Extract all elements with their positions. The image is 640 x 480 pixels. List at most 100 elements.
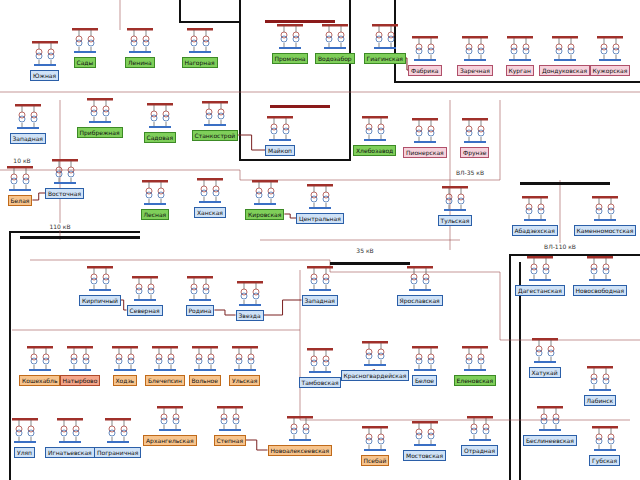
substation-name: Звезда — [239, 312, 261, 319]
substation-name: Новоалексеевская — [271, 447, 330, 454]
substation-label: Губская — [589, 455, 620, 466]
substation-name: Ханская — [197, 209, 223, 216]
substation-symbol — [322, 24, 348, 49]
substation-symbol — [527, 256, 553, 281]
substation-name: Кировская — [248, 211, 281, 218]
substation-name: Северная — [130, 307, 160, 314]
substation-symbol — [442, 186, 468, 211]
substation-symbol — [592, 196, 618, 221]
substation-label: Фабрика — [408, 65, 442, 76]
substation-symbol — [7, 166, 33, 191]
substation-symbol — [462, 118, 488, 143]
substation-label: Тамбовская — [299, 377, 342, 388]
substation-label: Дагестанская — [515, 285, 565, 296]
substation-name: Хлебозавод — [356, 147, 393, 154]
substation-label: Псебай — [361, 455, 390, 466]
substation-symbol — [362, 116, 388, 141]
substation-label: Северная — [127, 305, 163, 316]
substation-name: Сады — [77, 59, 94, 66]
substation-label: Кировская — [245, 209, 284, 220]
substation-label: Новосвободная — [573, 285, 628, 296]
substation-symbol — [412, 36, 438, 61]
substation-name: Хатукай — [532, 369, 558, 376]
substation-symbol — [15, 104, 41, 129]
substation-name: Вольное — [192, 377, 218, 384]
substation-symbol — [52, 159, 78, 184]
substation-symbol — [412, 118, 438, 143]
substation-label: Уляп — [14, 447, 35, 458]
substation-label: Новоалексеевская — [268, 445, 333, 456]
substation-symbol — [532, 338, 558, 363]
substation-label: Лесная — [141, 209, 170, 220]
substation-symbol — [277, 24, 303, 49]
substation-label: Блечепсин — [145, 375, 185, 386]
substation-name: Западная — [305, 297, 335, 304]
substation-name: Садовая — [147, 134, 174, 141]
substation-label: Нагорная — [182, 57, 218, 68]
substation-label: Садовая — [144, 132, 177, 143]
substation-label: Красногвардейская — [341, 370, 410, 381]
substation-symbol — [462, 346, 488, 371]
substation-label: Лабинск — [584, 395, 617, 406]
substation-symbol — [362, 426, 388, 451]
substation-label: Абадзехская — [512, 225, 558, 236]
substation-label: Степная — [214, 435, 247, 446]
substation-name: Губская — [592, 457, 617, 464]
substation-symbol — [522, 196, 548, 221]
substation-symbol — [142, 180, 168, 205]
substation-label: Отрадная — [461, 445, 498, 456]
substation-name: Лабинск — [587, 397, 614, 404]
substation-name: Кошехабль — [22, 377, 57, 384]
power-line — [32, 193, 45, 200]
substation-symbol — [217, 406, 243, 431]
substation-label: Хатукай — [529, 367, 561, 378]
substation-label: Каменномостская — [574, 225, 637, 236]
substation-name: Ленина — [128, 59, 152, 66]
substation-label: Фрунзе — [460, 147, 489, 158]
feeder-lines — [0, 0, 640, 420]
substation-symbol — [267, 116, 293, 141]
substation-symbol — [537, 406, 563, 431]
substation-symbol — [232, 346, 258, 371]
substation-symbol — [192, 346, 218, 371]
substation-label: Майкоп — [265, 145, 295, 156]
substation-name: Уляп — [17, 449, 32, 456]
substation-label: Ленина — [125, 57, 155, 68]
substation-symbol — [467, 416, 493, 441]
substation-symbol — [307, 266, 333, 291]
substation-name: Абадзехская — [515, 227, 555, 234]
power-line — [264, 300, 302, 315]
substation-label: Курган — [506, 65, 534, 76]
substation-name: Ярославская — [400, 297, 440, 304]
substation-name: Псебай — [364, 457, 387, 464]
substation-symbol — [592, 426, 618, 451]
substation-symbol — [307, 184, 333, 209]
substation-symbol — [197, 178, 223, 203]
substation-name: Дондуковская — [542, 67, 587, 74]
substation-label: Ульская — [229, 375, 260, 386]
substation-name: Фрунзе — [463, 149, 486, 156]
substation-name: Тамбовская — [302, 379, 339, 386]
substation-label: Станкострой — [192, 130, 239, 141]
substation-label: Ярославская — [397, 295, 443, 306]
substation-symbol — [72, 28, 98, 53]
substation-label: Еленовская — [454, 375, 497, 386]
power-line — [246, 440, 267, 450]
substation-name: Новосвободная — [576, 287, 625, 294]
substation-symbol — [587, 256, 613, 281]
substation-label: Пограничная — [94, 447, 141, 458]
substation-name: Мостовская — [406, 452, 443, 459]
substation-label: Ханская — [194, 207, 226, 218]
substation-name: Центральная — [299, 215, 341, 222]
substation-name: Белая — [11, 197, 30, 204]
substation-label: Промзона — [272, 53, 309, 64]
substation-symbol — [412, 421, 438, 446]
substation-label: Белая — [8, 195, 33, 206]
substation-name: Промзона — [275, 55, 306, 62]
substation-name: Майкоп — [268, 147, 292, 154]
substation-symbol — [32, 41, 58, 66]
substation-symbol — [12, 418, 38, 443]
substation-name: Каменномостская — [577, 227, 634, 234]
power-line — [214, 310, 235, 315]
substation-name: Игнатьевская — [48, 449, 92, 456]
